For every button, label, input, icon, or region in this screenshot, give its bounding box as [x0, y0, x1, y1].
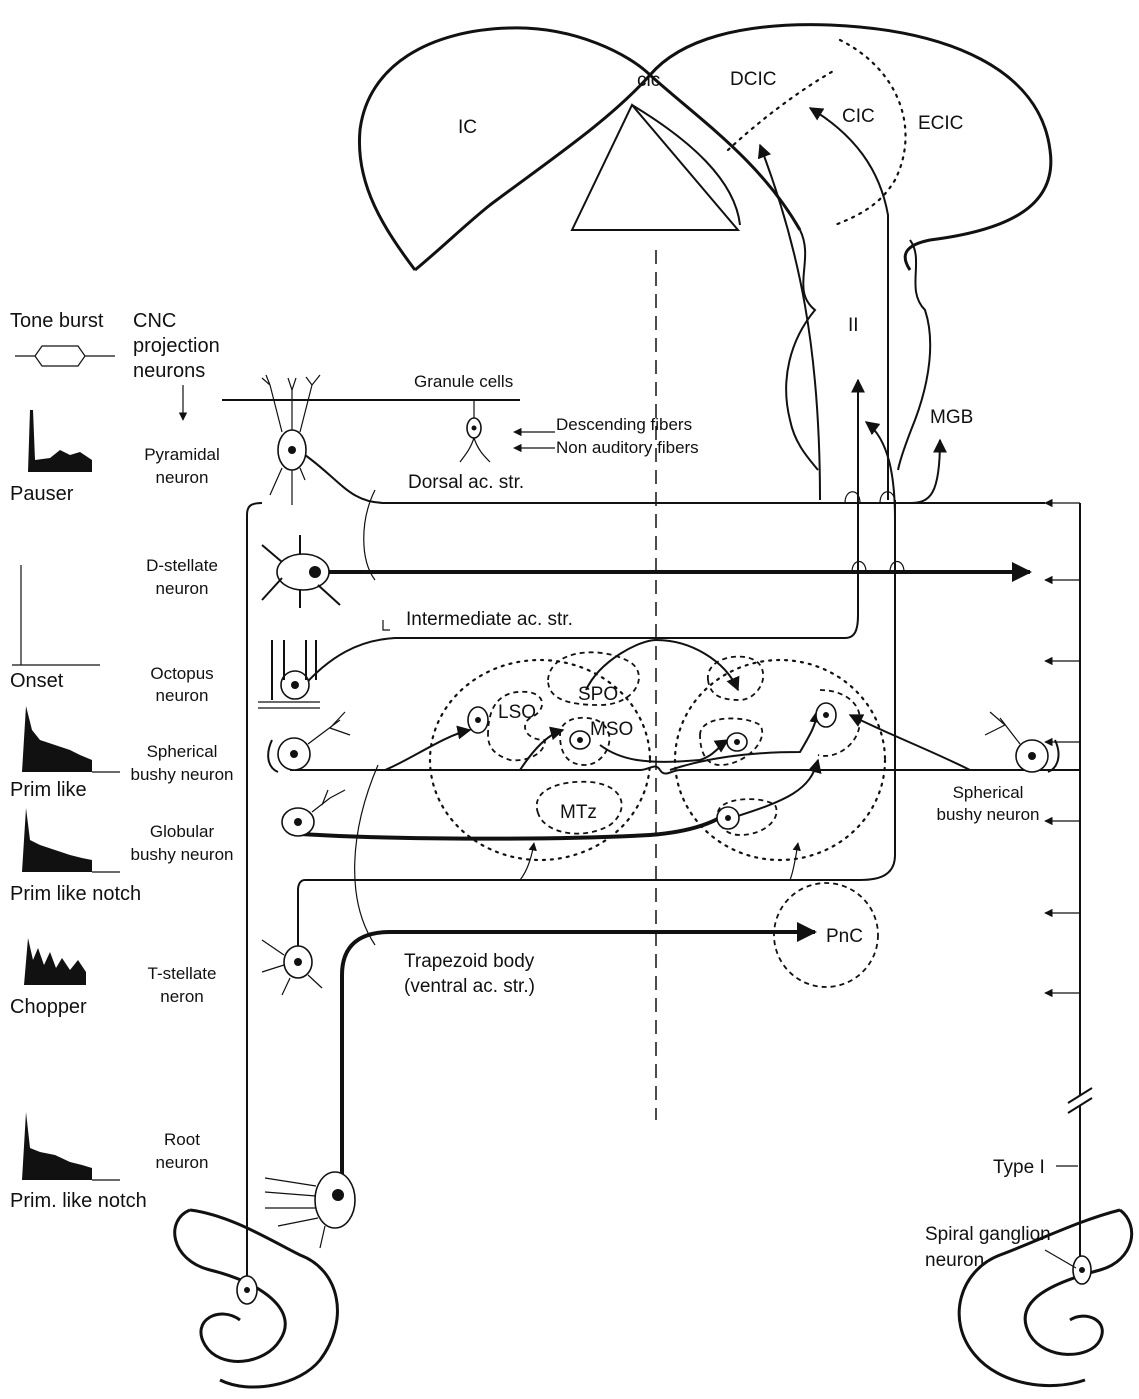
- right-spherical-label-1: Spherical: [953, 783, 1024, 802]
- octopus-neuron: [258, 640, 320, 708]
- root-neuron: [265, 1172, 355, 1248]
- cic-label: CIC: [842, 106, 875, 127]
- lso-label: LSO: [498, 702, 536, 723]
- prim-like-histogram: [12, 706, 120, 772]
- tone-burst-label: Tone burst: [10, 310, 104, 332]
- ascending-projections: [760, 108, 940, 520]
- descending-fibers: Descending fibers Non auditory fibers: [514, 415, 699, 457]
- trapezoid-body-label-2: (ventral ac. str.): [404, 976, 535, 997]
- cnc-projection-label-line3: neurons: [133, 360, 205, 382]
- granule-cells: Granule cells: [222, 372, 520, 462]
- intermediate-stria-label: Intermediate ac. str.: [406, 609, 573, 630]
- neuron-label-pyramidal-1: Pyramidal: [144, 445, 220, 464]
- neuron-label-octopus-2: neuron: [156, 686, 209, 705]
- neuron-label-d-stellate-1: D-stellate: [146, 556, 218, 575]
- spo-label: SPO: [578, 684, 618, 705]
- mtz-label: MTz: [560, 802, 597, 823]
- neuron-label-octopus-1: Octopus: [150, 664, 213, 683]
- prim-like-notch-histogram-2: [12, 1112, 120, 1180]
- pnc-nucleus: PnC: [774, 883, 878, 987]
- neuron-label-globular-1: Globular: [150, 822, 215, 841]
- cic-small-label: cic: [637, 70, 660, 91]
- t-stellate-neuron: [262, 940, 322, 995]
- response-label-onset: Onset: [10, 670, 64, 692]
- superior-olivary-complex: SPO LSO MSO MTz: [430, 652, 885, 860]
- mgb-label: MGB: [930, 407, 973, 428]
- right-spherical-label-2: bushy neuron: [936, 805, 1039, 824]
- neuron-label-spherical-2: bushy neuron: [130, 765, 233, 784]
- neuron-labels: Pyramidal neuron D-stellate neuron Octop…: [130, 445, 233, 1172]
- non-auditory-fibers-label: Non auditory fibers: [556, 438, 699, 457]
- neuron-label-t-stellate-1: T-stellate: [148, 964, 217, 983]
- ecic-label: ECIC: [918, 113, 963, 134]
- trapezoid-body-label-1: Trapezoid body: [404, 951, 535, 972]
- spiral-ganglion-label-2: neuron: [925, 1250, 984, 1271]
- response-label-prim-like-notch: Prim like notch: [10, 883, 141, 905]
- stria-brackets: [355, 490, 390, 945]
- dcic-label: DCIC: [730, 69, 776, 90]
- response-label-pauser: Pauser: [10, 483, 74, 505]
- left-cochlea: [175, 1210, 338, 1387]
- neuron-label-root-1: Root: [164, 1130, 200, 1149]
- neuron-label-spherical-1: Spherical: [147, 742, 218, 761]
- neuron-label-pyramidal-2: neuron: [156, 468, 209, 487]
- ic-label: IC: [458, 117, 477, 138]
- fiber-tracts: [247, 380, 1092, 1280]
- response-label-prim-like: Prim like: [10, 779, 87, 801]
- mso-label: MSO: [590, 719, 633, 740]
- spherical-bushy-neuron-left: [268, 712, 350, 772]
- globular-bushy-neuron-left: [282, 790, 345, 836]
- prim-like-notch-histogram: [12, 808, 120, 872]
- response-label-prim-like-notch-2: Prim. like notch: [10, 1190, 147, 1212]
- descending-fibers-label: Descending fibers: [556, 415, 692, 434]
- neuron-label-d-stellate-2: neuron: [156, 579, 209, 598]
- neuron-label-globular-2: bushy neuron: [130, 845, 233, 864]
- pnc-label: PnC: [826, 926, 863, 947]
- d-stellate-neuron: [262, 535, 340, 608]
- dorsal-stria-label: Dorsal ac. str.: [408, 472, 524, 493]
- cnc-projection-label-line2: projection: [133, 335, 220, 357]
- neuron-label-root-2: neuron: [156, 1153, 209, 1172]
- inferior-colliculus-outline: [359, 25, 1050, 270]
- chopper-histogram: [24, 938, 86, 985]
- onset-histogram: [12, 565, 100, 665]
- granule-cells-label: Granule cells: [414, 372, 513, 391]
- pyramidal-neuron: [262, 375, 320, 505]
- cnc-projection-label-line1: CNC: [133, 310, 176, 332]
- pauser-histogram: [12, 410, 92, 472]
- tone-burst-icon: [15, 346, 115, 366]
- response-label-chopper: Chopper: [10, 996, 87, 1018]
- spiral-ganglion-label-1: Spiral ganglion: [925, 1224, 1051, 1245]
- neuron-label-t-stellate-2: neron: [160, 987, 203, 1006]
- right-input-arrows: [1045, 503, 1080, 993]
- type-i-label: Type I: [993, 1157, 1045, 1178]
- ll-label: II: [848, 315, 859, 336]
